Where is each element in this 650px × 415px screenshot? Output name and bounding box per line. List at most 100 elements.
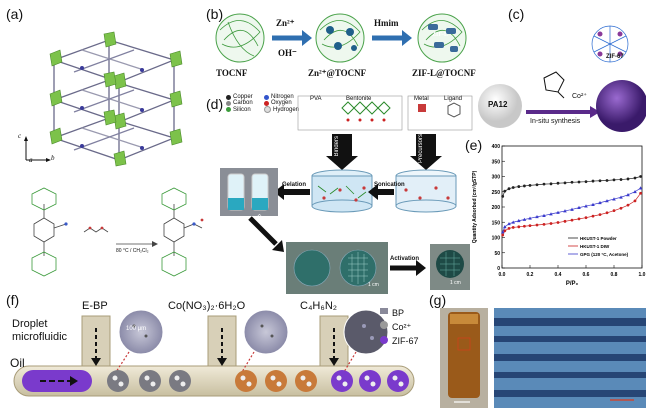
data-point bbox=[528, 216, 532, 220]
panel-d-workflow: Copper Nitrogen Carbon Oxygen Silicon Hy… bbox=[210, 94, 474, 298]
legend-item-copper: Copper bbox=[226, 94, 264, 100]
data-point bbox=[626, 193, 630, 197]
data-point bbox=[570, 207, 574, 211]
y-tick-label: 350 bbox=[492, 159, 501, 165]
data-point bbox=[522, 217, 527, 221]
axis-arrows-icon bbox=[24, 136, 51, 162]
data-point bbox=[507, 187, 511, 191]
data-point bbox=[612, 209, 616, 213]
reaction-conditions: 80 °C / CH₂Cl₂ bbox=[116, 248, 149, 254]
data-point bbox=[626, 203, 630, 207]
panel-b-process: TOCNF Zn²⁺ OH⁻ Zn²⁺@TOCNF Hmim ZIF-L@TOC… bbox=[210, 10, 505, 90]
stage-zif-l-tocnf: ZIF-L@TOCNF bbox=[412, 68, 476, 78]
series-line bbox=[502, 193, 641, 236]
tocnf-process-diagram bbox=[215, 13, 467, 63]
gelation-label: Gelation bbox=[282, 182, 307, 188]
stage-tocnf: TOCNF bbox=[216, 68, 248, 78]
data-point bbox=[598, 200, 602, 205]
zif-67-label: ZIF-67 bbox=[606, 54, 624, 60]
data-point bbox=[591, 179, 595, 183]
data-point bbox=[577, 180, 581, 184]
data-point bbox=[503, 229, 507, 233]
panel-c-synthesis: PA12 Co²⁺ In-situ synthesis ZIF-67 bbox=[460, 14, 648, 134]
precursors-label: Precursors bbox=[418, 134, 424, 164]
data-point bbox=[517, 218, 521, 223]
data-point bbox=[563, 181, 567, 185]
data-point bbox=[507, 221, 511, 226]
arrow1-top-label: Zn²⁺ bbox=[276, 18, 295, 28]
data-point bbox=[605, 179, 609, 182]
data-point bbox=[556, 210, 560, 214]
legend-item-nitrogen: Nitrogen bbox=[264, 94, 302, 100]
data-point bbox=[542, 213, 546, 217]
y-tick-label: 150 bbox=[492, 220, 501, 226]
data-point bbox=[638, 186, 643, 190]
pva-label: PVA bbox=[310, 96, 322, 102]
ligand-label: Ligand bbox=[444, 96, 463, 102]
data-point bbox=[626, 177, 630, 181]
zif-l-inner-label: ZIF-L bbox=[432, 32, 449, 38]
panel-label-d: (d) bbox=[206, 96, 224, 112]
x-tick-label: 0.4 bbox=[555, 272, 562, 278]
panel-f-microfluidic: Droplet microfluidic Oil E-BP Co(NO₃)₂·6… bbox=[4, 296, 422, 410]
data-point bbox=[584, 216, 588, 220]
data-point bbox=[549, 222, 553, 225]
data-point bbox=[605, 211, 609, 215]
activation-label: Activation bbox=[390, 256, 420, 262]
data-point bbox=[556, 221, 560, 224]
legend-item-carbon: Carbon bbox=[226, 100, 264, 106]
data-point bbox=[549, 182, 553, 186]
scalebar-1cm-b: 1 cm bbox=[450, 280, 461, 286]
data-point bbox=[549, 212, 553, 216]
data-point bbox=[535, 214, 539, 219]
data-point bbox=[563, 209, 567, 213]
pa12-synthesis-diagram bbox=[478, 25, 648, 132]
legend-label: HKUST-1 DIW bbox=[580, 244, 610, 249]
data-point bbox=[612, 178, 616, 182]
data-point bbox=[633, 176, 637, 180]
legend-item-hydrogen: Hydrogen bbox=[264, 106, 302, 113]
element-legend: Copper Nitrogen Carbon Oxygen Silicon Hy… bbox=[226, 94, 302, 113]
x-tick-label: 0.8 bbox=[611, 272, 618, 278]
data-point bbox=[501, 233, 505, 237]
legend-label: HKUST-1 Powder bbox=[580, 236, 617, 241]
data-point bbox=[584, 204, 588, 208]
data-point bbox=[511, 226, 515, 229]
data-point bbox=[605, 199, 609, 203]
x-axis-label: P/P₀ bbox=[566, 281, 579, 287]
data-point bbox=[517, 185, 521, 188]
data-point bbox=[563, 219, 567, 223]
reagent-imidazole: C₄H₆N₂ bbox=[300, 300, 338, 312]
data-point bbox=[507, 226, 511, 230]
data-point bbox=[619, 178, 623, 181]
legend-item-oxygen: Oxygen bbox=[264, 100, 302, 106]
data-point bbox=[619, 206, 623, 210]
panel-a-framework: c a b bbox=[14, 20, 204, 168]
data-point bbox=[639, 191, 642, 195]
scalebar-100um: 100 μm bbox=[126, 326, 147, 332]
data-point bbox=[511, 220, 515, 224]
axis-label-a: a bbox=[29, 156, 33, 164]
data-point bbox=[577, 205, 581, 210]
data-point bbox=[523, 184, 526, 188]
data-point bbox=[542, 222, 546, 226]
data-point bbox=[570, 218, 574, 222]
legend-item-silicon: Silicon bbox=[226, 106, 264, 113]
data-point bbox=[577, 217, 581, 221]
data-point bbox=[556, 181, 560, 185]
x-tick-label: 0.2 bbox=[527, 272, 534, 278]
workflow-diagram bbox=[220, 95, 473, 294]
x-tick-label: 0.6 bbox=[583, 272, 590, 278]
legend-label: GPG (120 °C, Acetone) bbox=[580, 252, 629, 257]
in-situ-label: In-situ synthesis bbox=[530, 118, 581, 125]
data-point bbox=[542, 182, 546, 186]
y-tick-label: 400 bbox=[492, 144, 501, 150]
x-tick-label: 1.0 bbox=[639, 272, 646, 278]
panel-label-c: (c) bbox=[508, 6, 525, 22]
y-tick-label: 100 bbox=[492, 236, 501, 242]
axis-indicator: c a b bbox=[18, 132, 58, 166]
metal-label: Metal bbox=[414, 96, 429, 102]
reaction-scheme-diagram bbox=[31, 187, 204, 277]
droplet-microfluidic-title: Droplet microfluidic bbox=[12, 318, 68, 343]
